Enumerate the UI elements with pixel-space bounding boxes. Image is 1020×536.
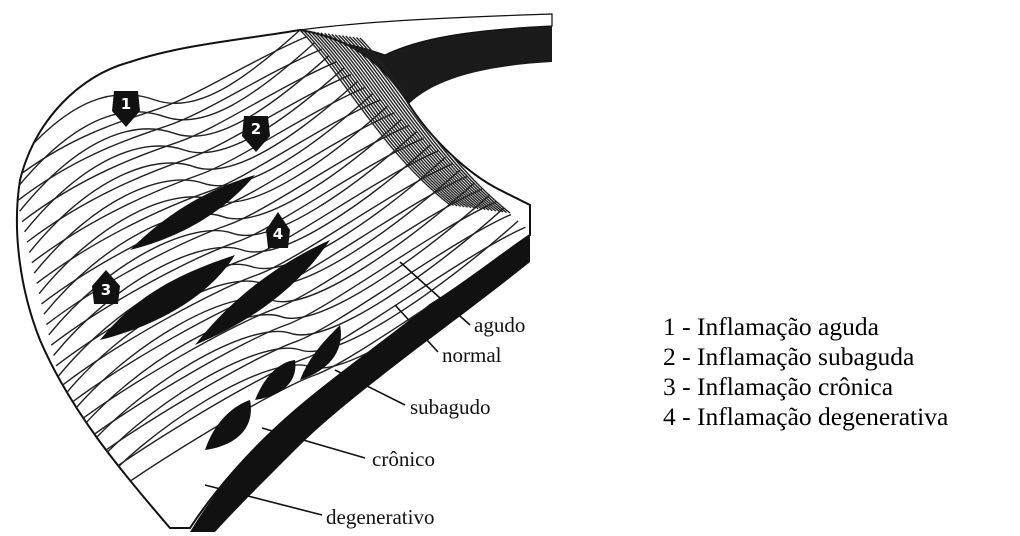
legend-item-2: 2 - Inflamação subaguda bbox=[663, 342, 948, 372]
legend-item-3: 3 - Inflamação crônica bbox=[663, 372, 948, 402]
label-degenerativo: degenerativo bbox=[326, 505, 434, 529]
label-normal: normal bbox=[442, 343, 502, 367]
marker-1-number: 1 bbox=[121, 95, 131, 113]
tendon-illustration: 1 2 3 4 agudo normal subagudo crônico de… bbox=[0, 0, 620, 536]
legend-item-4: 4 - Inflamação degenerativa bbox=[663, 402, 948, 432]
marker-4-number: 4 bbox=[273, 225, 283, 243]
legend-item-1: 1 - Inflamação aguda bbox=[663, 312, 948, 342]
label-subagudo: subagudo bbox=[410, 395, 491, 419]
legend: 1 - Inflamação aguda 2 - Inflamação suba… bbox=[663, 312, 948, 432]
marker-2-number: 2 bbox=[251, 120, 261, 138]
label-agudo: agudo bbox=[474, 313, 525, 337]
label-cronico: crônico bbox=[372, 447, 435, 471]
marker-3-number: 3 bbox=[101, 281, 111, 299]
